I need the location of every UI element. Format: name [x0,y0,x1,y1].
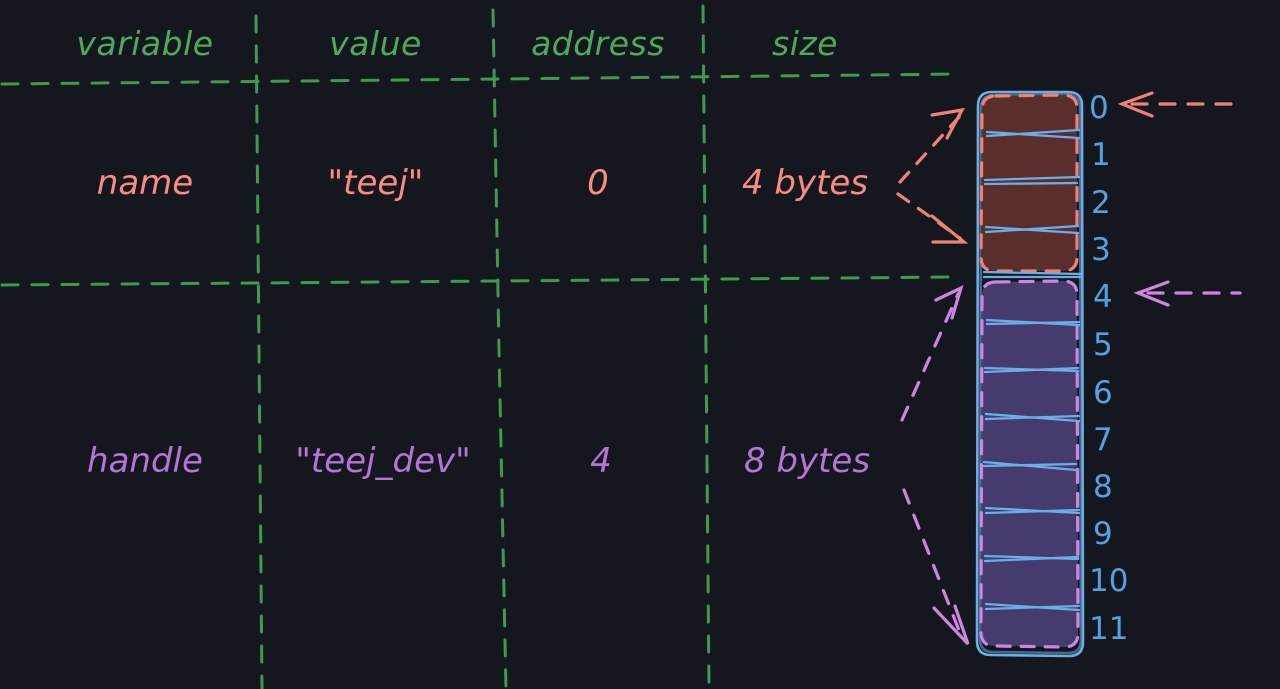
column-header-address: address [531,23,665,63]
memory-index-2: 2 [1091,185,1111,221]
table-grid [0,4,962,689]
grid-line-horizontal-header [0,72,962,86]
cell-address-handle: 4 [590,441,612,481]
size-arrow-handle-top [900,284,964,422]
memory-index-8: 8 [1093,469,1113,505]
column-header-value: value [329,23,422,63]
grid-line-vertical-3 [701,4,711,689]
cell-size-handle: 8 bytes [743,441,871,481]
size-arrow-name-bottom [896,192,969,244]
grid-line-vertical-2 [491,8,508,689]
grid-line-horizontal-row1 [0,275,954,287]
memory-index-9: 9 [1093,516,1113,552]
memory-block-handle-shape [979,279,1080,649]
pointer-arrow-address-4 [1133,280,1242,307]
memory-column-outline [975,90,1085,658]
memory-index-3: 3 [1091,232,1111,268]
cell-variable-handle: handle [87,441,203,481]
memory-index-7: 7 [1093,422,1113,458]
memory-block-name-shape [979,93,1079,273]
column-header-size: size [772,23,838,63]
column-header-variable: variable [76,23,214,63]
memory-index-0: 0 [1089,90,1109,126]
grid-line-vertical-1 [254,14,264,689]
cell-address-name: 0 [587,163,609,203]
memory-index-6: 6 [1093,375,1113,411]
memory-index-5: 5 [1093,327,1113,363]
memory-index-4: 4 [1093,279,1113,315]
size-arrow-name-top [898,107,965,184]
size-arrow-handle-bottom [902,488,970,646]
memory-index-11: 11 [1089,611,1129,647]
pointer-arrow-address-0 [1117,91,1242,118]
cell-variable-name: name [96,163,194,203]
cell-size-name: 4 bytes [741,163,869,203]
cell-value-handle: "teej_dev" [295,441,471,481]
memory-index-1: 1 [1091,137,1111,173]
memory-index-10: 10 [1089,563,1129,599]
memory-cell-dividers [982,128,1083,612]
cell-value-name: "teej" [327,163,424,203]
